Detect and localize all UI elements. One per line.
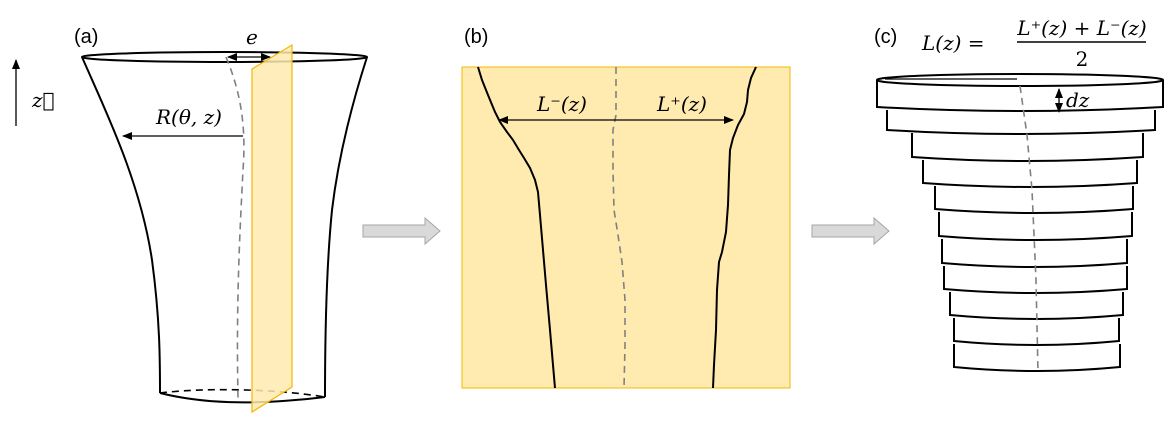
vessel-left-wall	[81, 56, 161, 394]
panel-a: (a) z⃗ e R(θ, z)	[12, 25, 368, 414]
slice-height-label: dz	[1066, 88, 1090, 112]
formula-denominator: 2	[1076, 47, 1089, 71]
formula-numerator: L⁺(z) + L⁻(z)	[1016, 16, 1146, 40]
section-plane	[461, 66, 791, 389]
panel-b: (b) L⁻(z) L⁺(z)	[461, 26, 791, 389]
profile-left	[477, 66, 556, 389]
panel-a-label: (a)	[74, 26, 98, 48]
vessel-right-wall	[324, 56, 368, 398]
centerline	[225, 56, 245, 399]
formula-lhs: L(z) =	[921, 31, 985, 55]
panel-c-label: (c)	[874, 26, 897, 48]
vessel-bottom-back	[159, 388, 326, 398]
cutting-plane	[251, 43, 293, 414]
vessel-top-rim	[81, 51, 368, 63]
left-width-label: L⁻(z)	[536, 92, 587, 116]
slice-disk	[876, 80, 1164, 112]
slice-disk	[941, 239, 1128, 268]
panel-c: (c) L(z) = L⁺(z) + L⁻(z) 2 dz	[874, 16, 1164, 373]
radius-label: R(θ, z)	[155, 105, 222, 129]
slice-disk	[953, 344, 1121, 372]
right-arrow-icon	[811, 216, 890, 246]
slice-disk	[938, 212, 1133, 241]
top-slice-rim	[876, 73, 1164, 87]
slice-disk	[886, 110, 1156, 135]
slice-stack	[876, 80, 1164, 372]
z-axis-label: z⃗	[31, 88, 55, 112]
centerline	[612, 67, 626, 389]
panel-b-label: (b)	[464, 26, 488, 48]
right-arrow-icon	[362, 216, 441, 246]
right-width-label: L⁺(z)	[656, 92, 707, 116]
profile-right	[712, 66, 757, 389]
slice-disk	[934, 186, 1134, 214]
eccentricity-label: e	[246, 25, 258, 49]
vessel-bottom-front	[159, 392, 326, 404]
